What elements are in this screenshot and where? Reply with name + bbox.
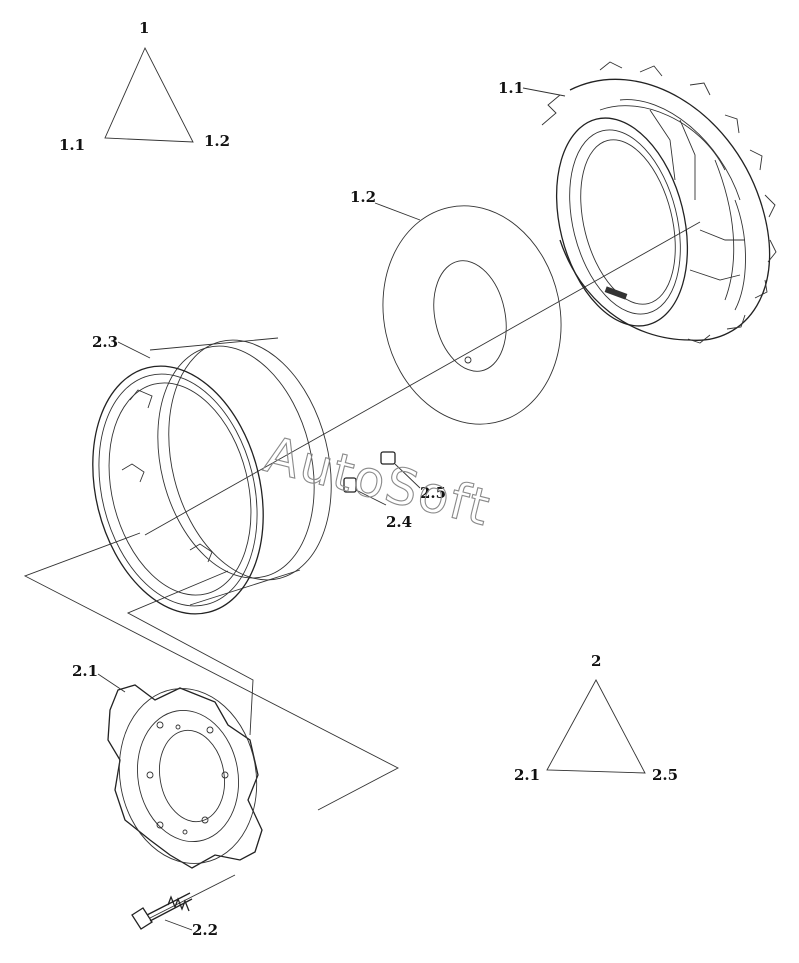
group-2-triangle xyxy=(546,679,646,774)
group-2-label: 2 xyxy=(591,652,601,670)
group-1-child-b-label: 1.2 xyxy=(204,132,230,150)
watermark-text: AutoSoft xyxy=(259,425,497,537)
group-2-child-a-label: 2.1 xyxy=(514,766,540,784)
inner-disc-label: 1.2 xyxy=(350,188,376,206)
group-2-child-b-label: 2.5 xyxy=(652,766,678,784)
connector-lines xyxy=(23,532,399,811)
assembly-axis-line xyxy=(144,221,701,536)
group-1-triangle xyxy=(104,46,194,143)
bolt: 2.2 xyxy=(131,874,236,939)
washer-shape xyxy=(343,477,357,493)
group-1-child-a-label: 1.1 xyxy=(59,136,85,154)
group-2-tree: 2 2.1 2.5 xyxy=(514,652,678,784)
washer-label: 2.4 xyxy=(386,513,412,531)
nut-and-washer: 2.5 2.4 xyxy=(343,451,446,531)
bolt-label: 2.2 xyxy=(192,921,218,939)
group-1-tree: 1 1.1 1.2 xyxy=(59,19,230,154)
rim-label: 2.3 xyxy=(92,333,118,351)
inner-disc: 1.2 xyxy=(350,188,562,425)
tire: 1.1 xyxy=(498,61,777,344)
tire-label: 1.1 xyxy=(498,79,524,97)
wheel-disc-label: 2.1 xyxy=(72,662,98,680)
nut-shape xyxy=(380,451,396,465)
rim: 2.3 xyxy=(92,333,332,615)
nut-label: 2.5 xyxy=(420,484,446,502)
watermark: AutoSoft xyxy=(259,425,498,538)
wheel-disc: 2.1 xyxy=(72,662,263,869)
group-1-label: 1 xyxy=(139,19,149,37)
